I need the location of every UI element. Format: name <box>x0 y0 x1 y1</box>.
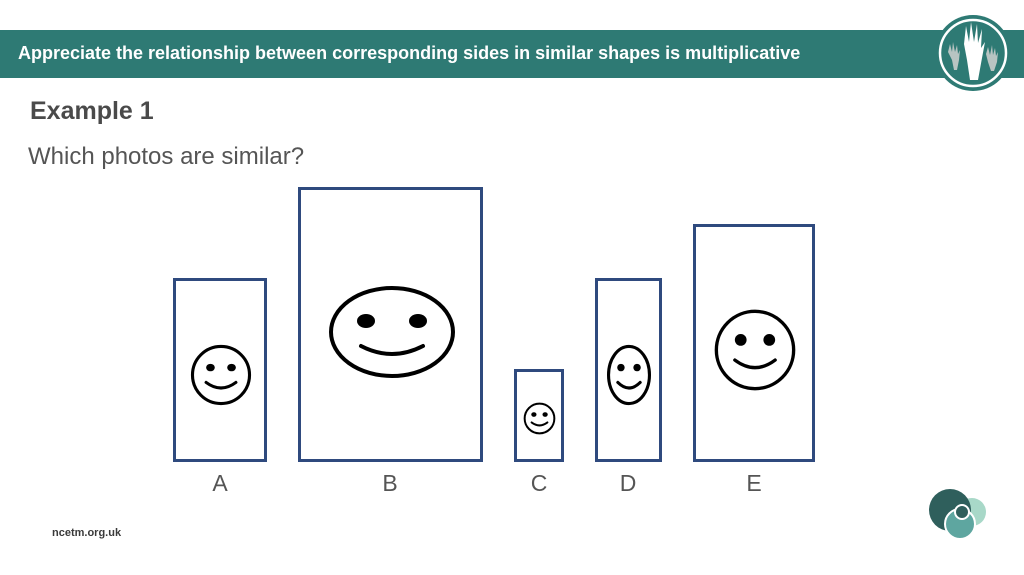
smiley-face-icon <box>329 286 455 378</box>
photo-c-frame <box>514 369 564 462</box>
raised-hands-logo-icon <box>935 15 1011 91</box>
slide-header-title: Appreciate the relationship between corr… <box>18 43 801 63</box>
photo-b-frame <box>298 187 483 462</box>
bubbles-logo-icon <box>929 489 986 540</box>
smiley-face-icon <box>190 344 252 406</box>
photo-e-frame <box>693 224 815 462</box>
smiley-face-icon <box>523 402 556 435</box>
photo-label-d: D <box>619 470 637 496</box>
photo-d-frame <box>595 278 662 462</box>
footer-url: ncetm.org.uk <box>52 527 122 539</box>
photo-a-frame <box>173 278 267 462</box>
smiley-face-icon <box>714 309 796 391</box>
photo-label-e: E <box>746 470 762 496</box>
header-banner: Appreciate the relationship between corr… <box>0 30 1024 78</box>
photo-label-b: B <box>382 470 398 496</box>
photo-label-c: C <box>530 470 548 496</box>
photo-label-a: A <box>212 470 228 496</box>
smiley-face-icon <box>606 344 652 406</box>
question-text: Which photos are similar? <box>28 143 305 170</box>
example-title: Example 1 <box>30 97 154 125</box>
